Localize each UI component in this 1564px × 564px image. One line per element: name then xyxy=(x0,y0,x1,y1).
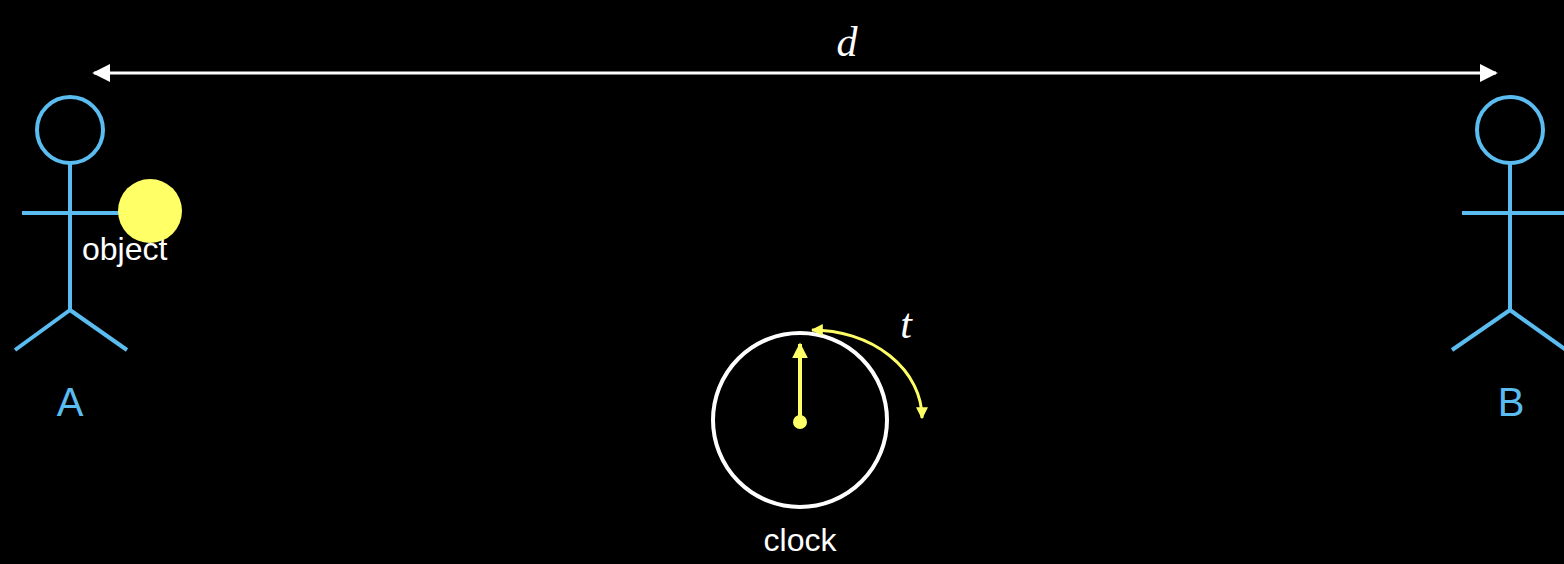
person-label: B xyxy=(1498,382,1525,422)
distance-label: d xyxy=(837,21,858,63)
object-label: object xyxy=(82,233,167,265)
clock-pivot xyxy=(793,415,807,429)
time-label: t xyxy=(900,303,912,345)
person-label: A xyxy=(57,382,84,422)
distance-arrow xyxy=(94,72,1496,75)
clock-face xyxy=(713,333,887,507)
person-a xyxy=(15,97,127,350)
clock-label: clock xyxy=(764,524,837,556)
person-b xyxy=(1452,97,1564,350)
clock-hand xyxy=(798,344,802,422)
